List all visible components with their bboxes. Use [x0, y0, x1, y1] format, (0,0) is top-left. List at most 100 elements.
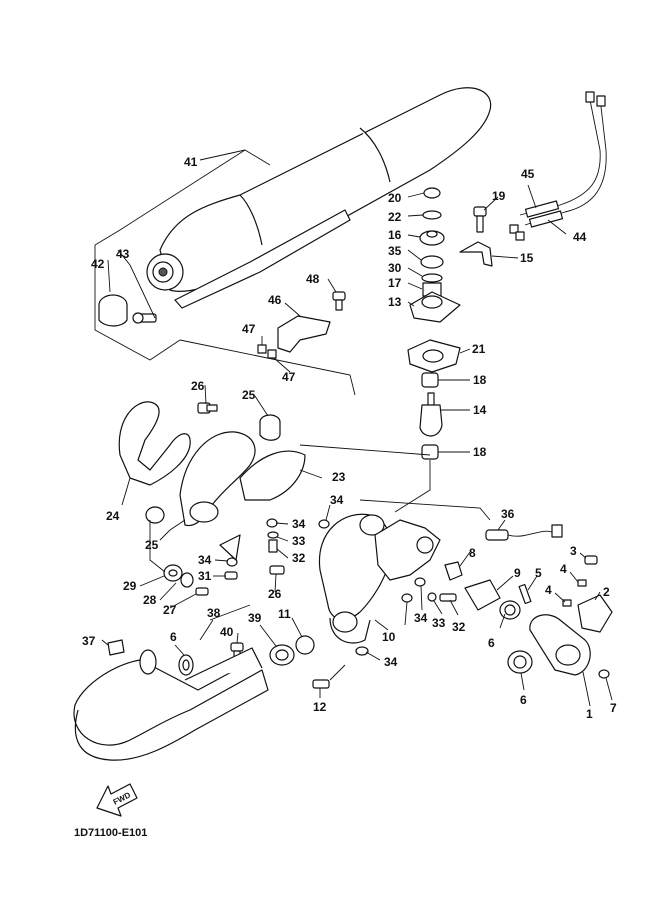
callout-41: 41	[184, 155, 198, 169]
heat-shield-part-23	[239, 450, 306, 501]
bolt-part-32-a	[268, 539, 278, 553]
callout-30: 30	[388, 261, 402, 275]
callout-4-a: 4	[560, 562, 567, 576]
callout-34-a: 34	[330, 493, 344, 507]
washer-part-34-d	[414, 577, 426, 587]
callout-14: 14	[473, 403, 487, 417]
callout-6-b: 6	[520, 693, 527, 707]
bolt-part-27	[195, 587, 209, 596]
callout-3: 3	[570, 544, 577, 558]
bolt-part-3	[584, 555, 598, 565]
diagram-code: 1D71100-E101	[74, 827, 147, 839]
grommet-part-18-bottom	[421, 444, 439, 460]
nut-part-7	[598, 669, 610, 679]
bracket-part-15	[459, 241, 493, 267]
callout-32-b: 32	[452, 620, 466, 634]
bracket-part-center	[219, 534, 241, 561]
bolt-part-26-bottom	[269, 565, 285, 575]
valve-stack-parts	[409, 187, 461, 323]
callout-5: 5	[535, 566, 542, 580]
callout-23: 23	[332, 470, 346, 484]
callout-4-b: 4	[545, 583, 552, 597]
stud-part-5	[518, 583, 532, 605]
callout-39: 39	[248, 611, 262, 625]
callout-10: 10	[382, 630, 396, 644]
collar-part-25-bottom	[145, 506, 165, 524]
washer-part-28	[180, 572, 194, 588]
bolt-part-12	[312, 679, 330, 689]
callout-26-b: 26	[268, 587, 282, 601]
callout-1: 1	[586, 707, 593, 721]
callout-34-d: 34	[414, 611, 428, 625]
washer-part-34-a	[226, 557, 238, 567]
muffler-part-41	[146, 87, 492, 309]
plug-part-8	[444, 561, 463, 581]
bolt-part-19	[473, 206, 487, 233]
bolt-part-31	[224, 571, 238, 580]
bolt-part-4-a	[577, 579, 587, 587]
cable-assembly-part-44-45	[509, 91, 607, 241]
callout-37: 37	[82, 634, 96, 648]
callout-21: 21	[472, 342, 486, 356]
washer-part-33-a	[267, 531, 279, 539]
callout-44: 44	[573, 230, 587, 244]
joint-block-part	[374, 519, 441, 581]
washer-part-34-f	[355, 646, 369, 656]
callout-18-b: 18	[473, 445, 487, 459]
callout-46: 46	[268, 293, 282, 307]
valve-part-14	[419, 392, 443, 437]
callout-45: 45	[521, 167, 535, 181]
grommet-part-18-top	[421, 372, 439, 388]
sensor-part-36	[485, 524, 563, 541]
rear-exhaust-pipe-part-38	[73, 647, 269, 761]
callout-29: 29	[123, 579, 137, 593]
callout-24: 24	[106, 509, 120, 523]
gasket-part-6-left	[178, 654, 194, 676]
callout-9: 9	[514, 566, 521, 580]
washer-part-34-c	[318, 519, 330, 529]
callout-22: 22	[388, 210, 402, 224]
callout-42: 42	[91, 257, 105, 271]
callout-2: 2	[603, 585, 610, 599]
callout-32-a: 32	[292, 551, 306, 565]
callout-16: 16	[388, 228, 402, 242]
callout-33-b: 33	[432, 616, 446, 630]
bolt-part-48	[332, 291, 346, 311]
callout-28: 28	[143, 593, 157, 607]
clamp-part-11	[295, 635, 315, 655]
bolt-part-43	[132, 312, 157, 324]
fwd-arrow-icon: FWD	[96, 783, 138, 817]
bolt-part-26-top	[197, 402, 218, 414]
washer-part-33-b	[427, 592, 437, 602]
callout-47-a: 47	[242, 322, 256, 336]
bolt-part-4-b	[562, 599, 572, 607]
bracket-part-9	[464, 579, 501, 611]
callout-26-a: 26	[191, 379, 205, 393]
callout-34-e: 34	[384, 655, 398, 669]
callout-11: 11	[278, 607, 291, 621]
washer-part-34-e	[401, 593, 413, 603]
collar-part-39	[269, 644, 295, 666]
gasket-part-21	[407, 339, 461, 373]
callout-6-a: 6	[488, 636, 495, 650]
collar-part-25-top	[259, 414, 281, 441]
gasket-part-6-right-b	[507, 650, 533, 674]
callout-19: 19	[492, 189, 506, 203]
clip-part-47	[257, 344, 277, 359]
cover-part-2	[577, 594, 613, 633]
bracket-part-46	[277, 315, 331, 353]
bolt-part-32-b	[439, 593, 457, 602]
callout-34-c: 34	[198, 553, 212, 567]
exhaust-pipe-part-front	[179, 431, 256, 527]
sleeve-part-42	[98, 294, 128, 327]
callout-48: 48	[306, 272, 320, 286]
callout-17: 17	[388, 276, 402, 290]
callout-35: 35	[388, 244, 402, 258]
callout-36: 36	[501, 507, 515, 521]
callout-31: 31	[198, 569, 212, 583]
callout-12: 12	[313, 700, 327, 714]
callout-25-b: 25	[145, 538, 159, 552]
callout-27: 27	[163, 603, 177, 617]
washer-part-34-b	[266, 518, 278, 528]
